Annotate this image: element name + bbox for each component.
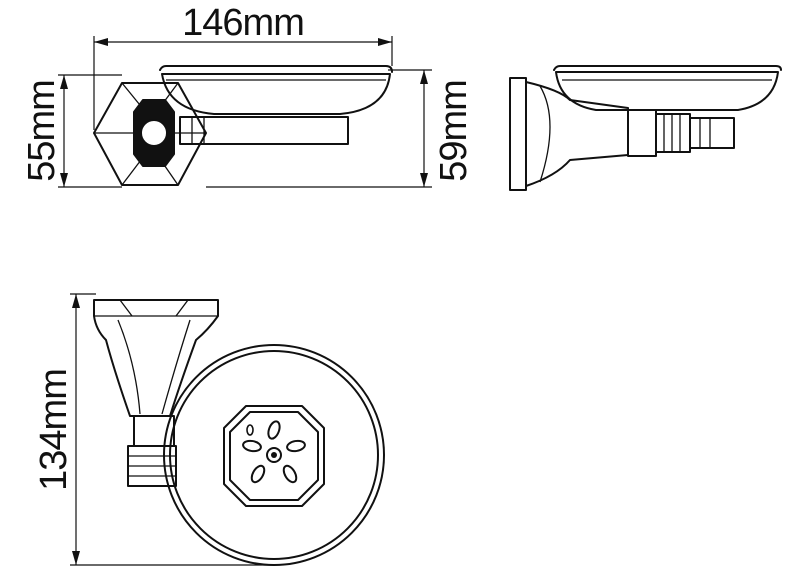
dish-inner-rim — [169, 350, 379, 560]
support-arm — [179, 116, 349, 145]
dim-width: 146mm — [93, 2, 393, 130]
top-view — [93, 299, 385, 566]
dim-length: 134mm — [33, 293, 274, 566]
nut-bore — [140, 119, 168, 147]
side-view — [509, 65, 782, 191]
soap-dish-bowl-side — [555, 71, 779, 111]
dim-height-left: 55mm — [21, 74, 122, 188]
dim-height-right: 59mm — [206, 69, 475, 188]
height-left-label: 55mm — [21, 80, 63, 182]
wall-plate — [509, 77, 527, 191]
hex-facets — [94, 82, 206, 186]
soap-dish-bowl-front — [161, 73, 391, 115]
flared-bracket — [525, 81, 629, 187]
height-right-label: 59mm — [433, 80, 475, 182]
width-label: 146mm — [182, 2, 304, 44]
length-label: 134mm — [33, 369, 75, 491]
bracket-top — [93, 299, 219, 417]
drain-grate — [223, 405, 325, 507]
front-view — [93, 65, 393, 186]
